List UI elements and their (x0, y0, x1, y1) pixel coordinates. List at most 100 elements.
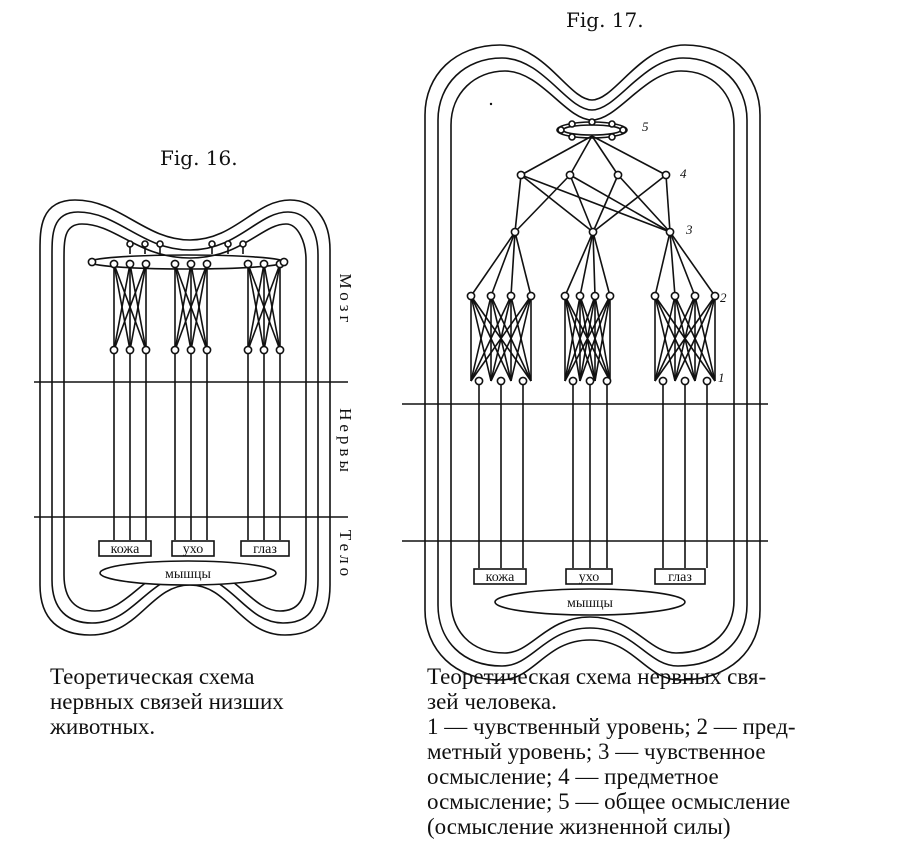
fig17-level4-node (565, 170, 575, 180)
fig17-level2-node (605, 291, 615, 301)
fig17-l3-l2-fiber (514, 231, 532, 297)
fig17-organ-box (565, 568, 613, 585)
fig16-arc-node (141, 240, 149, 248)
fig16-top-node (202, 259, 212, 269)
fig16-side-label: Мозг (336, 274, 355, 327)
fig16-title: Fig. 16. (160, 146, 238, 170)
fig17-level1-node (680, 376, 690, 386)
fig17-organ-label: кожа (486, 570, 515, 585)
fig17-cross-fiber (470, 295, 512, 382)
fig16-cross-fiber (113, 263, 147, 351)
fig16-association-ring (88, 254, 286, 270)
fig16-sensory-node (259, 345, 269, 355)
fig17-level2-node (526, 291, 536, 301)
fig16-sensory-node (170, 345, 180, 355)
fig16-cross-fiber (247, 263, 281, 351)
fig16-arc-node (156, 240, 164, 248)
fig16-muscles-label: мышцы (165, 567, 212, 582)
fig17-ink-dot (489, 102, 493, 106)
fig17-organ-label: ухо (579, 570, 599, 585)
fig17-level1-node (602, 376, 612, 386)
fig17-cross-fiber (510, 295, 532, 382)
fig17-l4-l3-fiber (665, 174, 671, 233)
fig16-arc-node (224, 240, 232, 248)
fig17-cross-fiber (564, 295, 581, 382)
fig16-outer-loop-1 (39, 199, 331, 636)
fig17-l3-l2-fiber (654, 231, 671, 297)
fig16-arc-node (239, 240, 247, 248)
fig17-level-number: 1 (718, 370, 725, 385)
fig17-l3-l2-fiber (579, 231, 594, 297)
fig17-level2-node (486, 291, 496, 301)
fig16-sensory-node (275, 345, 285, 355)
fig17-level1-node (568, 376, 578, 386)
fig17-l3-l2-fiber (564, 231, 594, 297)
fig17-cross-fiber (654, 295, 676, 382)
fig16-ring-node (87, 257, 97, 267)
fig17-organ-box (473, 568, 527, 585)
fig17-level1-node (518, 376, 528, 386)
fig16-top-node (125, 259, 135, 269)
fig17-cross-fiber (594, 295, 611, 382)
fig17-cross-fiber (694, 295, 716, 382)
fig17-level2-node (506, 291, 516, 301)
fig17-outer-loop-1 (424, 44, 761, 681)
fig16-organ-label: ухо (183, 542, 203, 557)
fig17-organ-label: глаз (668, 570, 692, 585)
fig17-level2-node (650, 291, 660, 301)
fig17-level2-node (590, 291, 600, 301)
fig17-cross-fiber (470, 295, 532, 382)
fig17-level1-node (585, 376, 595, 386)
fig16-side-label: Тело (336, 530, 355, 580)
fig16-cross-fiber (174, 263, 208, 351)
fig17-level2-node (690, 291, 700, 301)
fig17-level5-node (568, 133, 576, 141)
fig17-l4-l3-fiber (520, 174, 594, 233)
fig17-level3-node (510, 227, 520, 237)
fig17-l4-l3-fiber (514, 174, 522, 233)
fig17-l3-l2-fiber (669, 231, 676, 297)
fig16-organ-box (98, 540, 152, 557)
fig16-ring-node (279, 257, 289, 267)
fig16-arc-node (208, 240, 216, 248)
fig17-l4-l3-fiber (569, 174, 594, 233)
fig17-level2-node (466, 291, 476, 301)
fig17-level3-node (665, 227, 675, 237)
fig17-organ-box (654, 568, 706, 585)
fig16-outer-loop-3 (63, 223, 307, 612)
fig17-level1-node (702, 376, 712, 386)
fig17-level1-node (474, 376, 484, 386)
fig17-l4-l3-fiber (592, 174, 619, 233)
fig17-cross-fiber (579, 295, 611, 382)
fig17-caption: Теоретическая схема нервных свя- зей чел… (427, 664, 796, 839)
fig16-organ-label: кожа (111, 542, 140, 557)
fig17-cross-fiber (674, 295, 716, 382)
fig17-level2-node (575, 291, 585, 301)
fig16-organ-box (240, 540, 290, 557)
fig16-arc-node (126, 240, 134, 248)
fig16-sensory-node (202, 345, 212, 355)
fig17-l3-l2-fiber (592, 231, 596, 297)
fig16-sensory-node (141, 345, 151, 355)
fig17-l4-l3-fiber (514, 174, 571, 233)
fig17-muscles-label: мышцы (567, 596, 614, 611)
fig17-level-number: 2 (720, 290, 727, 305)
fig17-level5-node (608, 133, 616, 141)
fig17-l5-l4-fiber (520, 135, 593, 176)
fig17-l4-l3-fiber (520, 174, 671, 233)
fig17-l3-l2-fiber (470, 231, 516, 297)
fig16-cross-fiber (263, 263, 281, 351)
fig16-side-label: Нервы (336, 408, 355, 476)
fig16-top-node (243, 259, 253, 269)
fig17-level5-node (608, 120, 616, 128)
fig17-muscles-bar (494, 588, 686, 616)
fig17-level2-node (560, 291, 570, 301)
fig17-cross-fiber (564, 295, 611, 382)
fig17-level2-node (670, 291, 680, 301)
fig17-level4-node (613, 170, 623, 180)
fig17-l3-l2-fiber (669, 231, 716, 297)
fig16-sensory-node (243, 345, 253, 355)
fig16-organ-label: глаз (253, 542, 277, 557)
